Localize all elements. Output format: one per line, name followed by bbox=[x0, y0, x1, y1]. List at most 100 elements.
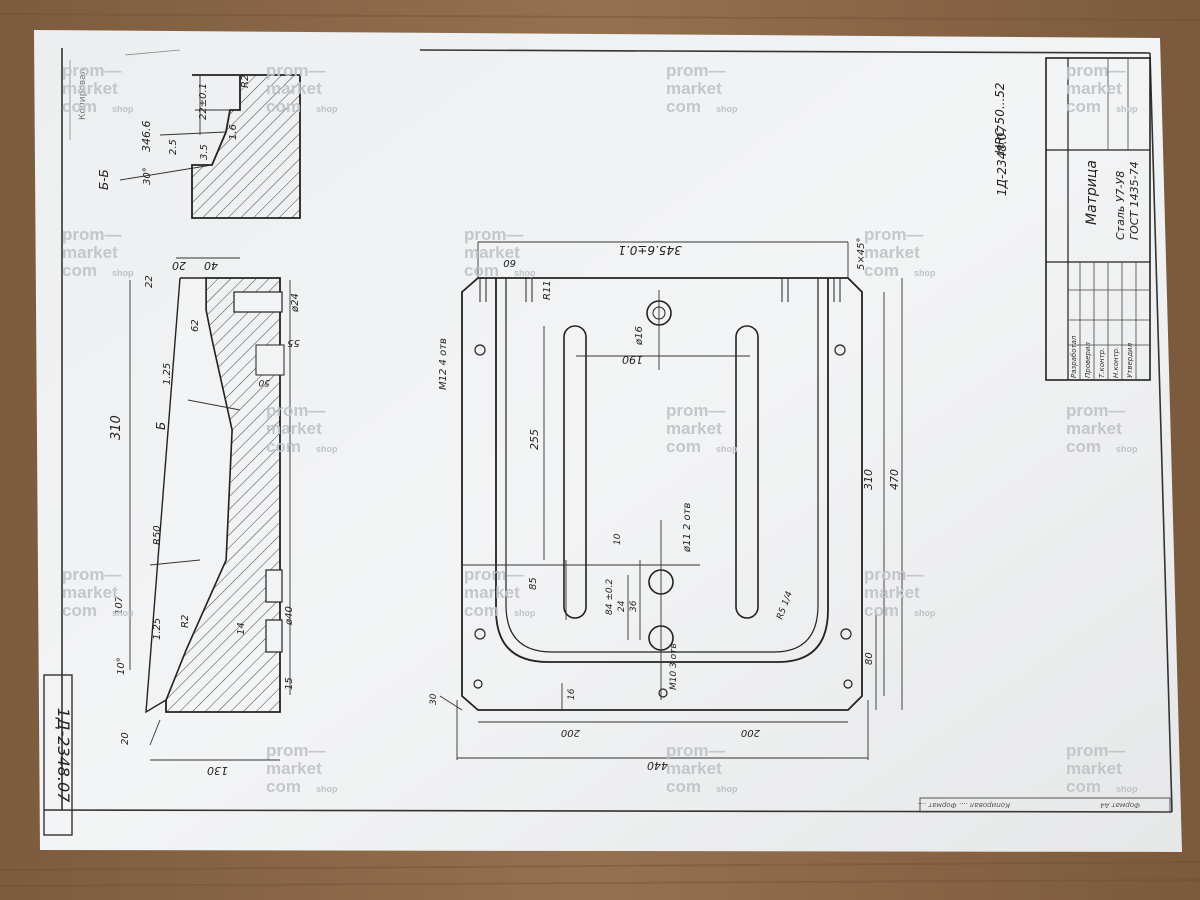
material-line-2: ГОСТ 1435-74 bbox=[1128, 161, 1141, 240]
watermark-suffix: shop bbox=[716, 784, 738, 794]
watermark-suffix: shop bbox=[112, 104, 134, 114]
watermark-suffix: shop bbox=[716, 444, 738, 454]
watermark-line: com bbox=[864, 601, 899, 620]
dim-2-5: 2.5 bbox=[168, 139, 179, 155]
watermark-line: com bbox=[1066, 97, 1101, 116]
stamp-row-1: Разработал bbox=[1070, 335, 1078, 378]
plan-dim-16: 16 bbox=[567, 688, 577, 700]
watermark-line: prom— bbox=[266, 401, 326, 420]
side-dim-310: 310 bbox=[109, 415, 124, 440]
watermark-line: market bbox=[1066, 79, 1122, 98]
watermark-line: com bbox=[62, 97, 97, 116]
plan-dim-d16: ø16 bbox=[634, 326, 645, 346]
watermark-line: market bbox=[62, 583, 118, 602]
corner-notes bbox=[69, 49, 181, 140]
side-dim-22: 22 bbox=[144, 275, 155, 288]
dim-30deg: 30° bbox=[142, 167, 153, 185]
bottom-strip: Формат А4 Копировал .... Формат .... bbox=[917, 797, 1171, 813]
watermark-line: prom— bbox=[464, 225, 524, 244]
watermark-line: com bbox=[266, 97, 301, 116]
plan-view: 345.6±0.1 60 R11 ø16 190 255 M12 4 отв ø… bbox=[429, 238, 903, 772]
side-dim-107: 107 bbox=[114, 595, 125, 615]
side-dim-d24: ø24 bbox=[290, 293, 301, 313]
watermark-suffix: shop bbox=[316, 784, 338, 794]
dim-3-5: 3.5 bbox=[199, 144, 210, 160]
side-section-view: 20 40 22 62 55 50 310 R50 1.25 107 1.25 … bbox=[109, 257, 301, 777]
plan-dim-r11: R11 bbox=[542, 280, 553, 300]
copied-note-bottom: Копировал .... Формат .... bbox=[917, 801, 1010, 809]
side-dim-55: 55 bbox=[287, 337, 300, 348]
side-dim-40: 40 bbox=[204, 259, 218, 272]
part-name: Матрица bbox=[1084, 160, 1100, 225]
plan-dim-310: 310 bbox=[862, 469, 875, 490]
watermark-suffix: shop bbox=[914, 608, 936, 618]
plan-dim-10: 10 bbox=[613, 533, 623, 545]
watermark-suffix: shop bbox=[1116, 104, 1138, 114]
side-dim-15: 15 bbox=[284, 677, 295, 690]
plan-dim-200a: 200 bbox=[561, 727, 580, 738]
plan-dim-200b: 200 bbox=[741, 727, 760, 738]
side-dim-1-25a: 1.25 bbox=[162, 363, 173, 385]
watermark-line: com bbox=[1066, 437, 1101, 456]
watermark-line: prom— bbox=[1066, 741, 1126, 760]
watermark-line: prom— bbox=[62, 61, 122, 80]
dim-346-6: 346.6 bbox=[140, 121, 153, 153]
side-dim-r50: R50 bbox=[152, 525, 163, 545]
side-dim-50: 50 bbox=[258, 377, 270, 387]
watermark-line: com bbox=[464, 261, 499, 280]
watermark-suffix: shop bbox=[514, 268, 536, 278]
stamp-row-5: Утвердил bbox=[1126, 342, 1134, 378]
plan-dim-80: 80 bbox=[864, 652, 875, 665]
corner-note-text: Копировал bbox=[78, 69, 88, 120]
dim-r2: R2 bbox=[240, 75, 251, 88]
side-dim-r2: R2 bbox=[180, 615, 191, 628]
side-dim-d40: ø40 bbox=[284, 606, 295, 626]
watermark-line: prom— bbox=[1066, 401, 1126, 420]
side-dim-130: 130 bbox=[207, 764, 228, 777]
watermark-suffix: shop bbox=[316, 444, 338, 454]
plan-dim-255: 255 bbox=[528, 429, 541, 450]
watermark-line: com bbox=[666, 437, 701, 456]
plan-dim-36: 36 bbox=[629, 600, 639, 612]
plan-dim-24: 24 bbox=[617, 600, 627, 612]
section-view-b-b: Б-Б 22±0.1 346.6 3.5 2.5 30° R2 1.6 bbox=[97, 74, 301, 219]
watermark-line: prom— bbox=[62, 565, 122, 584]
watermark-line: prom— bbox=[864, 565, 924, 584]
watermark-line: com bbox=[266, 437, 301, 456]
watermark-suffix: shop bbox=[1116, 784, 1138, 794]
watermark-line: com bbox=[1066, 777, 1101, 796]
watermark-suffix: shop bbox=[112, 268, 134, 278]
stamp-doc-number: 1Д-2348.07 bbox=[995, 125, 1009, 196]
plan-dim-30: 30 bbox=[429, 693, 439, 705]
stamp-row-3: Т.контр. bbox=[1098, 348, 1106, 378]
plan-dim-190: 190 bbox=[622, 353, 643, 366]
stamp-row-4: Н.контр. bbox=[1112, 347, 1120, 378]
watermark-line: market bbox=[864, 243, 920, 262]
side-dim-20: 20 bbox=[172, 259, 186, 272]
watermark-line: prom— bbox=[666, 61, 726, 80]
side-dim-14: 14 bbox=[236, 622, 247, 635]
watermark-suffix: shop bbox=[716, 104, 738, 114]
watermark-line: market bbox=[62, 243, 118, 262]
plan-dim-84: 84 ±0.2 bbox=[605, 579, 615, 615]
plan-m12-line: M12 4 отв bbox=[438, 338, 449, 390]
watermark-line: com bbox=[666, 97, 701, 116]
title-block: HRC 50...52 1Д-2348.07 Матрица Сталь У7-… bbox=[993, 57, 1151, 381]
watermark-line: com bbox=[266, 777, 301, 796]
watermark-suffix: shop bbox=[914, 268, 936, 278]
watermark-suffix: shop bbox=[514, 608, 536, 618]
dim-22: 22±0.1 bbox=[198, 83, 209, 120]
watermark-line: market bbox=[266, 759, 322, 778]
side-dim-62: 62 bbox=[190, 319, 201, 332]
paper-sheet bbox=[34, 30, 1182, 852]
